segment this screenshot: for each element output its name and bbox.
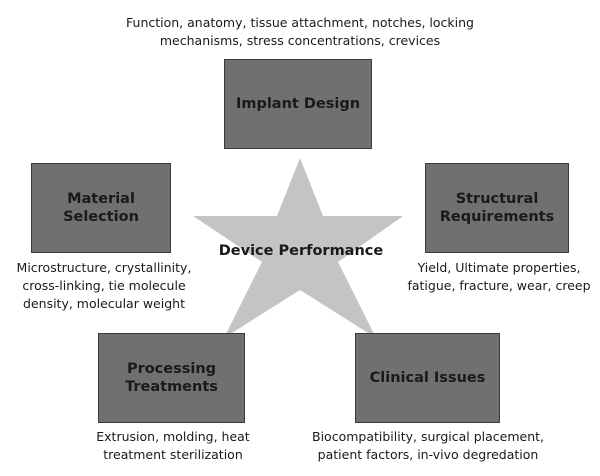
box-clinical-issues-label: Clinical Issues	[369, 369, 486, 386]
box-structural-requirements-label: Structural Requirements	[439, 190, 555, 225]
caption-material-selection: Microstructure, crystallinity, cross-lin…	[16, 260, 192, 311]
box-structural-requirements: Structural Requirements	[425, 163, 569, 253]
box-processing-treatments: Processing Treatments	[98, 333, 245, 423]
box-material-selection: Material Selection	[31, 163, 171, 253]
caption-structural-requirements: Yield, Ultimate properties, fatigue, fra…	[407, 260, 591, 293]
caption-implant-design: Function, anatomy, tissue attachment, no…	[126, 15, 474, 48]
center-label: Device Performance	[218, 243, 384, 259]
caption-processing-treatments: Extrusion, molding, heat treatment steri…	[96, 429, 250, 462]
box-clinical-issues: Clinical Issues	[355, 333, 500, 423]
box-implant-design-label: Implant Design	[235, 95, 361, 112]
star-icon	[193, 158, 403, 338]
box-processing-treatments-label: Processing Treatments	[125, 360, 218, 395]
box-implant-design: Implant Design	[224, 59, 372, 149]
caption-clinical-issues: Biocompatibility, surgical placement, pa…	[312, 429, 544, 462]
box-material-selection-label: Material Selection	[63, 190, 139, 225]
